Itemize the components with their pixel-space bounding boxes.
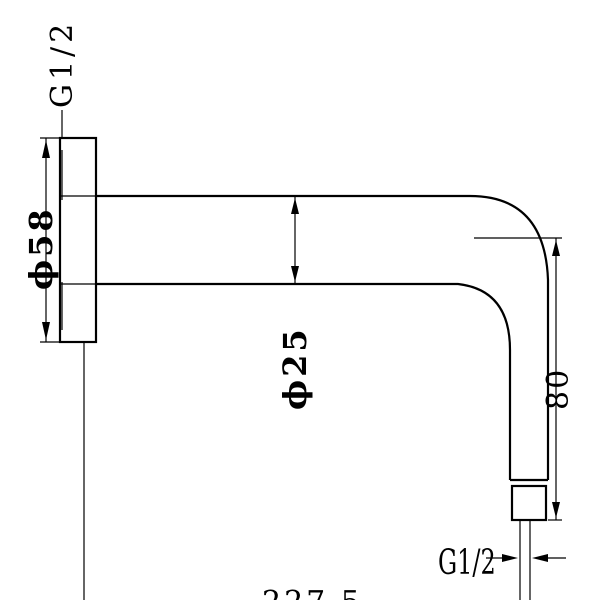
- drop-height-label: 80: [541, 368, 576, 410]
- wall-flange: [58, 136, 98, 344]
- flange-arrow-top: [42, 140, 50, 158]
- thread-top-label: G1/2: [45, 20, 80, 108]
- drop-arrow-bottom: [552, 502, 560, 518]
- pipe-outer-edge: [96, 194, 550, 480]
- pipe-arrow-top: [291, 198, 299, 214]
- drop-arrow-top: [552, 240, 560, 256]
- pipe-diameter-label: ϕ25: [276, 326, 314, 410]
- outlet-arrow-right: [532, 554, 548, 562]
- arm-length-label: 227.5: [262, 585, 363, 600]
- flange-arrow-bottom: [42, 322, 50, 340]
- pipe-inner-edge: [96, 282, 512, 480]
- pipe-arrow-bottom: [291, 266, 299, 282]
- thread-outlet-label: G1/2: [438, 543, 496, 584]
- flange-diameter-label: ϕ58: [22, 206, 60, 290]
- outlet-arrow-left: [502, 554, 518, 562]
- outlet-nipple: [510, 484, 548, 522]
